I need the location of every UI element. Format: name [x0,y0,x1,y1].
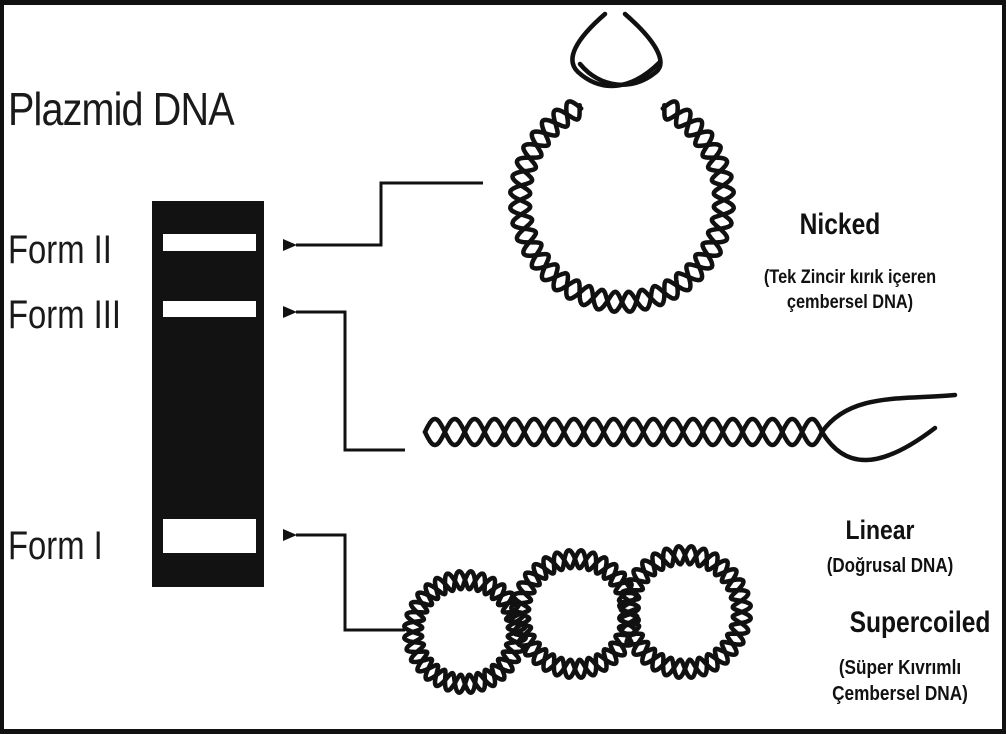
linear-dna [425,395,955,460]
supercoiled-description-line2: Çembersel DNA) [818,681,981,707]
band-form-ii [163,234,256,251]
arrow-supercoiled-to-form-i [296,535,405,630]
linear-strand-b [425,419,822,445]
form-iii-label: Form III [8,293,121,338]
nicked-label: Nicked [774,208,905,242]
nicked-circular-dna [510,14,733,312]
nicked-description-line2: çembersel DNA) [755,290,944,315]
form-i-label: Form I [8,524,103,569]
page-title: Plazmid DNA [8,82,234,136]
supercoiled-label: Supercoiled [838,606,1002,640]
band-form-iii [163,301,256,317]
linear-end-strand-b [822,428,935,460]
supercoiled-ring-1-strand-b [404,571,525,692]
nicked-description-line1: (Tek Zincir kırık içeren [755,265,944,290]
arrow-nicked-to-form-ii [296,183,483,245]
linear-description: (Doğrusal DNA) [814,555,967,578]
linear-label: Linear [812,515,948,546]
supercoiled-ring-3-strand-b [619,546,750,677]
supercoiled-ring-3-strand-a [619,546,750,677]
nicked-description: (Tek Zincir kırık içeren çembersel DNA) [755,265,944,315]
supercoiled-dna [404,546,750,692]
supercoiled-description-line1: (Süper Kıvrımlı [818,655,981,681]
band-form-i [163,519,256,553]
nicked-open-loop-a [572,14,660,86]
supercoiled-ring-1-strand-a [404,571,525,692]
supercoiled-description: (Süper Kıvrımlı Çembersel DNA) [818,655,981,707]
arrow-linear-to-form-iii [296,312,405,450]
form-ii-label: Form II [8,228,112,273]
